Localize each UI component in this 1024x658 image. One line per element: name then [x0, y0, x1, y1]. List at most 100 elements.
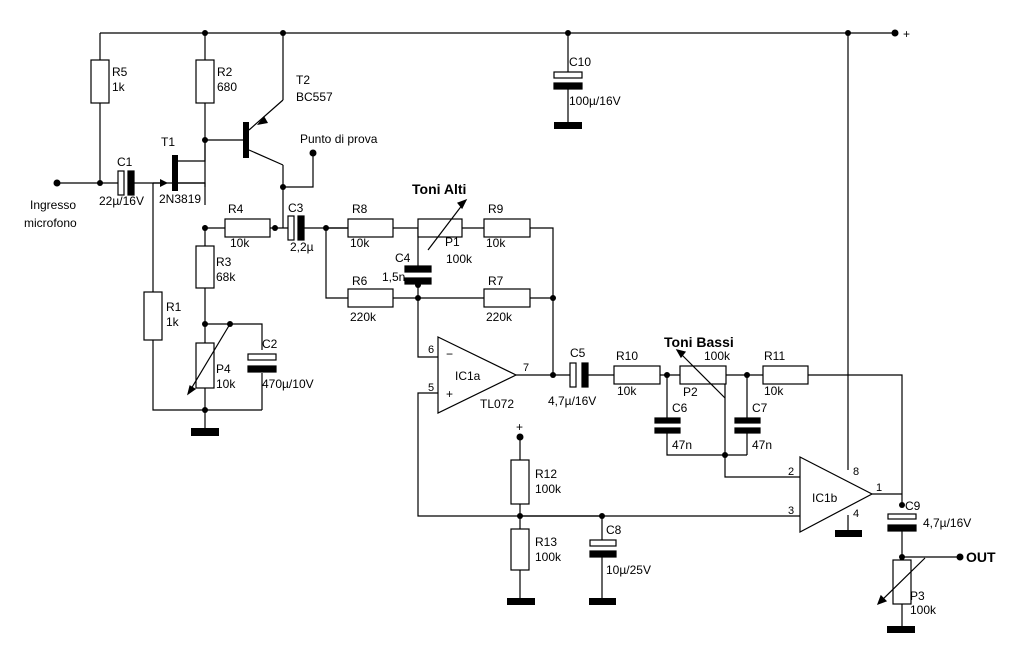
c9-plate-pos: [887, 513, 917, 520]
r12-value: 100k: [535, 482, 562, 496]
c7-name: C7: [752, 401, 768, 415]
c4-plate-b: [404, 277, 432, 285]
c8-value: 10µ/25V: [606, 563, 651, 577]
p3-value: 100k: [910, 603, 937, 617]
supply-plus-mid: +: [516, 420, 523, 434]
input-label-line2: microfono: [24, 216, 77, 230]
c9-value: 4,7µ/16V: [923, 516, 971, 530]
c7-value: 47n: [752, 438, 772, 452]
pin-4: 4: [853, 508, 859, 520]
c2-name: C2: [262, 337, 278, 351]
ic1a-name: IC1a: [455, 369, 481, 383]
p4-name: P4: [216, 362, 231, 376]
c10-plate-pos: [553, 71, 583, 79]
c10-name: C10: [569, 55, 591, 69]
r6-value: 220k: [350, 310, 377, 324]
r6-body: [347, 288, 394, 308]
r8-body: [347, 218, 394, 238]
p1-body: [417, 218, 463, 238]
r8-value: 10k: [350, 236, 370, 250]
t2-name: T2: [296, 73, 310, 87]
r4-value: 10k: [230, 236, 250, 250]
c6-plate-b: [654, 427, 681, 434]
pin-8: 8: [853, 466, 859, 478]
p2-value: 100k: [704, 349, 731, 363]
c1-value: 22µ/16V: [99, 194, 144, 208]
c4-name: C4: [395, 251, 411, 265]
c4-value: 1,5n: [382, 270, 405, 284]
c2-plate-neg: [247, 365, 277, 373]
p3-body: [892, 559, 912, 605]
p1-name: P1: [445, 235, 460, 249]
r9-body: [483, 218, 531, 238]
r13-name: R13: [535, 535, 557, 549]
capacitors: [117, 71, 917, 558]
pin-3: 3: [788, 505, 794, 517]
ic1b-symbol: [799, 456, 874, 533]
c8-name: C8: [606, 523, 622, 537]
c8-plate-pos: [589, 539, 617, 547]
c6-name: C6: [672, 401, 688, 415]
r8-name: R8: [352, 202, 368, 216]
p1-value: 100k: [446, 252, 473, 266]
ground-t1: [191, 428, 219, 436]
c5-value: 4,7µ/16V: [548, 394, 596, 408]
out-label: OUT: [966, 549, 996, 565]
c6-value: 47n: [672, 438, 692, 452]
p3-name: P3: [910, 589, 925, 603]
c1-plate-neg: [127, 170, 135, 196]
r7-name: R7: [488, 274, 504, 288]
t1-symbol: [153, 140, 206, 191]
c5-plate-neg: [581, 362, 589, 388]
p4-value: 10k: [216, 377, 236, 391]
r2-value: 680: [217, 80, 237, 94]
c7-plate-b: [734, 427, 761, 434]
ic1a-plus: +: [446, 387, 453, 401]
c10-plate-neg: [553, 82, 583, 90]
r11-body: [762, 365, 809, 385]
r7-body: [483, 288, 531, 308]
toni-bassi-label: Toni Bassi: [664, 334, 734, 350]
junctions: [53, 29, 964, 561]
r3-name: R3: [216, 255, 232, 269]
pin-6: 6: [428, 344, 434, 356]
pin-1: 1: [876, 482, 882, 494]
r4-body: [224, 218, 271, 238]
ground-symbols: [191, 122, 915, 633]
c1-plate-pos: [117, 170, 125, 196]
supply-plus-top: +: [903, 27, 910, 41]
t2-symbol: [243, 99, 284, 166]
c8-plate-neg: [589, 550, 617, 558]
c4-plate-a: [404, 265, 432, 273]
ic1b-name: IC1b: [812, 491, 838, 505]
ground-r13: [507, 598, 535, 605]
r13-body: [510, 528, 530, 571]
t2-value: BC557: [296, 90, 333, 104]
ground-c10: [554, 122, 582, 129]
c9-name: C9: [905, 499, 921, 513]
r3-body: [195, 245, 215, 289]
labels: + + Ingresso microfono Punto di prova To…: [24, 27, 996, 617]
c7-plate-a: [734, 417, 761, 424]
p2-name: P2: [683, 385, 698, 399]
r5-name: R5: [112, 65, 128, 79]
r2-body: [195, 59, 215, 104]
pin-2: 2: [788, 466, 794, 478]
r10-name: R10: [616, 349, 638, 363]
r12-name: R12: [535, 467, 557, 481]
r5-value: 1k: [112, 80, 126, 94]
c3-plate-neg: [297, 215, 305, 241]
resistors: [90, 59, 912, 605]
ground-ic1b: [835, 530, 862, 537]
ic1a-symbol: [437, 336, 518, 414]
pot-arrows: [187, 198, 926, 606]
c10-value: 100µ/16V: [569, 94, 621, 108]
c3-plate-pos: [287, 215, 295, 241]
r4-name: R4: [228, 202, 244, 216]
ground-p3: [887, 626, 915, 633]
c2-value: 470µ/10V: [262, 377, 314, 391]
test-point-label: Punto di prova: [300, 132, 378, 146]
c1-name: C1: [117, 155, 133, 169]
c9-plate-neg: [887, 524, 917, 532]
r9-value: 10k: [486, 236, 506, 250]
